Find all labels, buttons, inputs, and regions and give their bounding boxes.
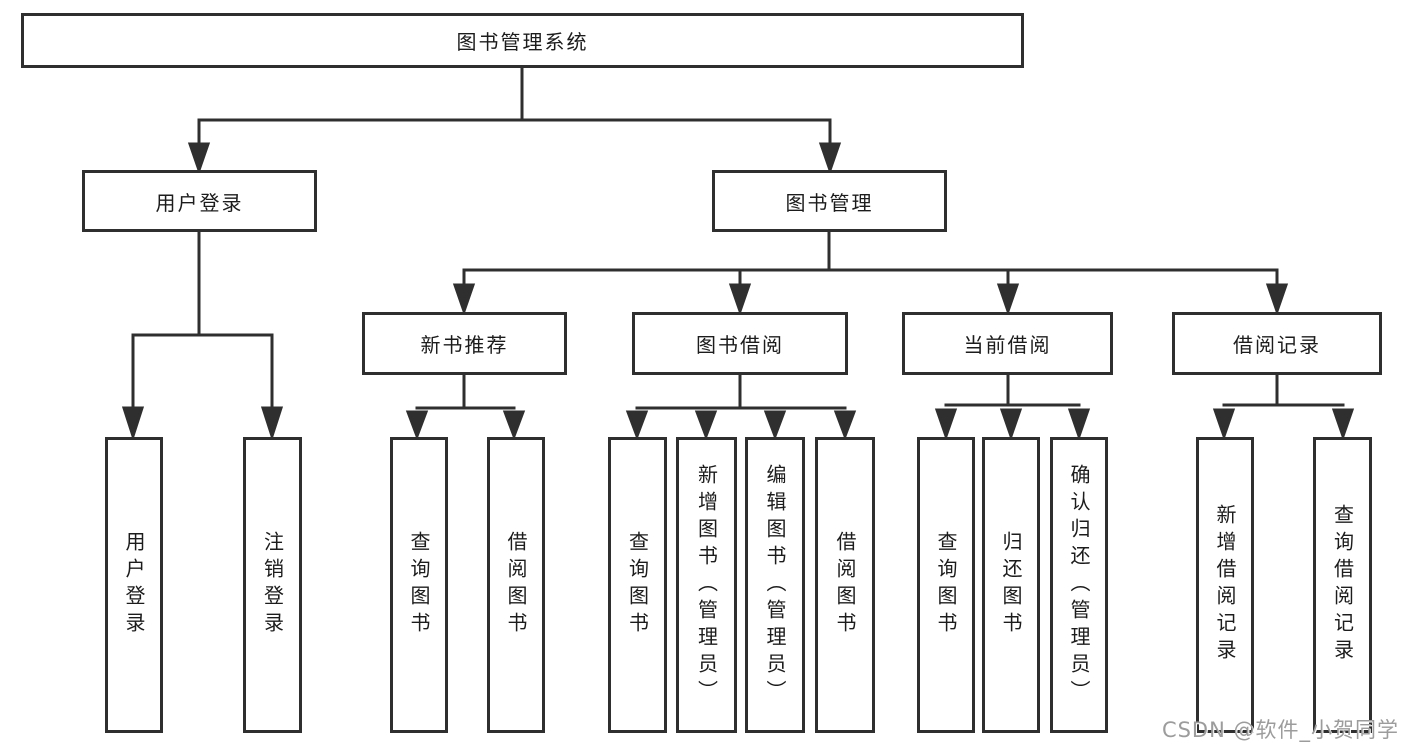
leaf-logout-label: 注销登录 [260, 531, 285, 639]
leaf-edit-book-admin: 编辑图书（管理员） [745, 437, 805, 733]
leaf-query-borrow-record-label: 查询借阅记录 [1330, 504, 1355, 666]
leaf-query-book-2-label: 查询图书 [625, 531, 650, 639]
leaf-add-book-admin: 新增图书（管理员） [676, 437, 737, 733]
leaf-confirm-return-admin-label: 确认归还（管理员） [1067, 463, 1091, 707]
leaf-edit-book-admin-label: 编辑图书（管理员） [763, 463, 787, 707]
leaf-user-login-label: 用户登录 [122, 531, 146, 639]
node-borrow-record: 借阅记录 [1172, 312, 1382, 375]
leaf-borrow-book-2: 借阅图书 [815, 437, 875, 733]
node-borrow-record-label: 借阅记录 [1233, 333, 1321, 357]
node-current-borrow: 当前借阅 [902, 312, 1113, 375]
node-book-management-label: 图书管理 [785, 190, 874, 215]
leaf-query-borrow-record: 查询借阅记录 [1313, 437, 1372, 733]
leaf-add-borrow-record-label: 新增借阅记录 [1213, 504, 1237, 666]
node-current-borrow-label: 当前借阅 [963, 333, 1052, 357]
leaf-borrow-book-1: 借阅图书 [487, 437, 545, 733]
leaf-query-book-3: 查询图书 [917, 437, 975, 733]
node-book-borrow-label: 图书借阅 [696, 333, 784, 357]
node-new-book-recommend: 新书推荐 [362, 312, 567, 375]
node-root: 图书管理系统 [21, 13, 1024, 68]
leaf-query-book-2: 查询图书 [608, 437, 667, 733]
leaf-confirm-return-admin: 确认归还（管理员） [1050, 437, 1108, 733]
leaf-query-book-1-label: 查询图书 [407, 531, 431, 639]
leaf-user-login: 用户登录 [105, 437, 163, 733]
leaf-add-book-admin-label: 新增图书（管理员） [694, 463, 719, 707]
node-user-login-label: 用户登录 [155, 190, 244, 215]
leaf-borrow-book-2-label: 借阅图书 [833, 531, 857, 639]
node-root-label: 图书管理系统 [456, 30, 589, 54]
leaf-return-book-label: 归还图书 [999, 531, 1023, 639]
node-user-login: 用户登录 [82, 170, 317, 232]
node-book-borrow: 图书借阅 [632, 312, 848, 375]
leaf-add-borrow-record: 新增借阅记录 [1196, 437, 1254, 733]
node-new-book-recommend-label: 新书推荐 [420, 333, 509, 357]
leaf-return-book: 归还图书 [982, 437, 1040, 733]
leaf-borrow-book-1-label: 借阅图书 [504, 531, 528, 639]
leaf-query-book-3-label: 查询图书 [934, 531, 958, 639]
watermark-text: CSDN @软件_小贺同学 [1161, 718, 1399, 742]
leaf-logout: 注销登录 [243, 437, 302, 733]
node-book-management: 图书管理 [712, 170, 947, 232]
leaf-query-book-1: 查询图书 [390, 437, 448, 733]
